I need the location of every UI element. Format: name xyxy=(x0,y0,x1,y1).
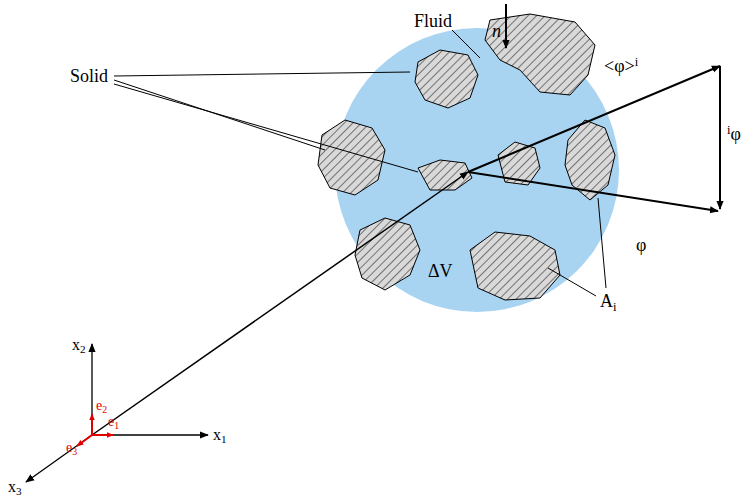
vector-label: n xyxy=(492,22,501,42)
coordinate-axes xyxy=(26,344,208,482)
axis-label: x2 xyxy=(72,336,86,356)
solid-grains xyxy=(318,14,615,300)
unit-vector-label: e2 xyxy=(96,398,107,416)
vectors xyxy=(92,66,720,435)
unit-vectors xyxy=(77,414,113,446)
axis-label: x1 xyxy=(213,426,227,446)
region-label: Fluid xyxy=(414,12,452,32)
interface-label: Ai xyxy=(600,292,617,315)
leader-lines xyxy=(114,30,606,296)
vector-label: iφ xyxy=(727,124,741,145)
vector-label: <φ>i xyxy=(604,56,638,77)
normal-vector xyxy=(505,4,507,48)
unit-vector-label: e1 xyxy=(108,414,119,432)
axis-label: x3 xyxy=(8,478,22,498)
volume-label: ΔV xyxy=(428,262,453,282)
region-label: Solid xyxy=(70,67,108,87)
vector-label: φ xyxy=(636,236,646,256)
unit-vector-label: e3 xyxy=(66,440,77,458)
